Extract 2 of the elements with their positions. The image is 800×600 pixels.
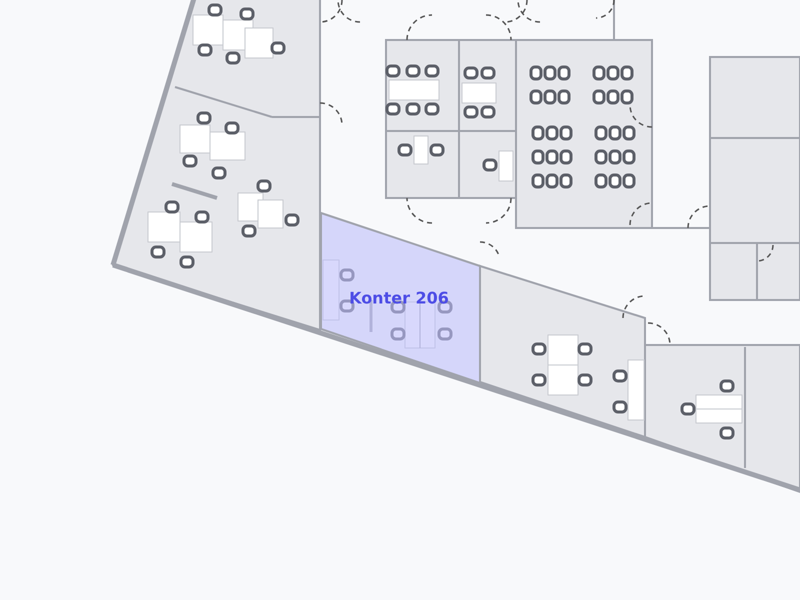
room-label: Konter 206 (349, 288, 449, 308)
office-room (320, 212, 481, 384)
